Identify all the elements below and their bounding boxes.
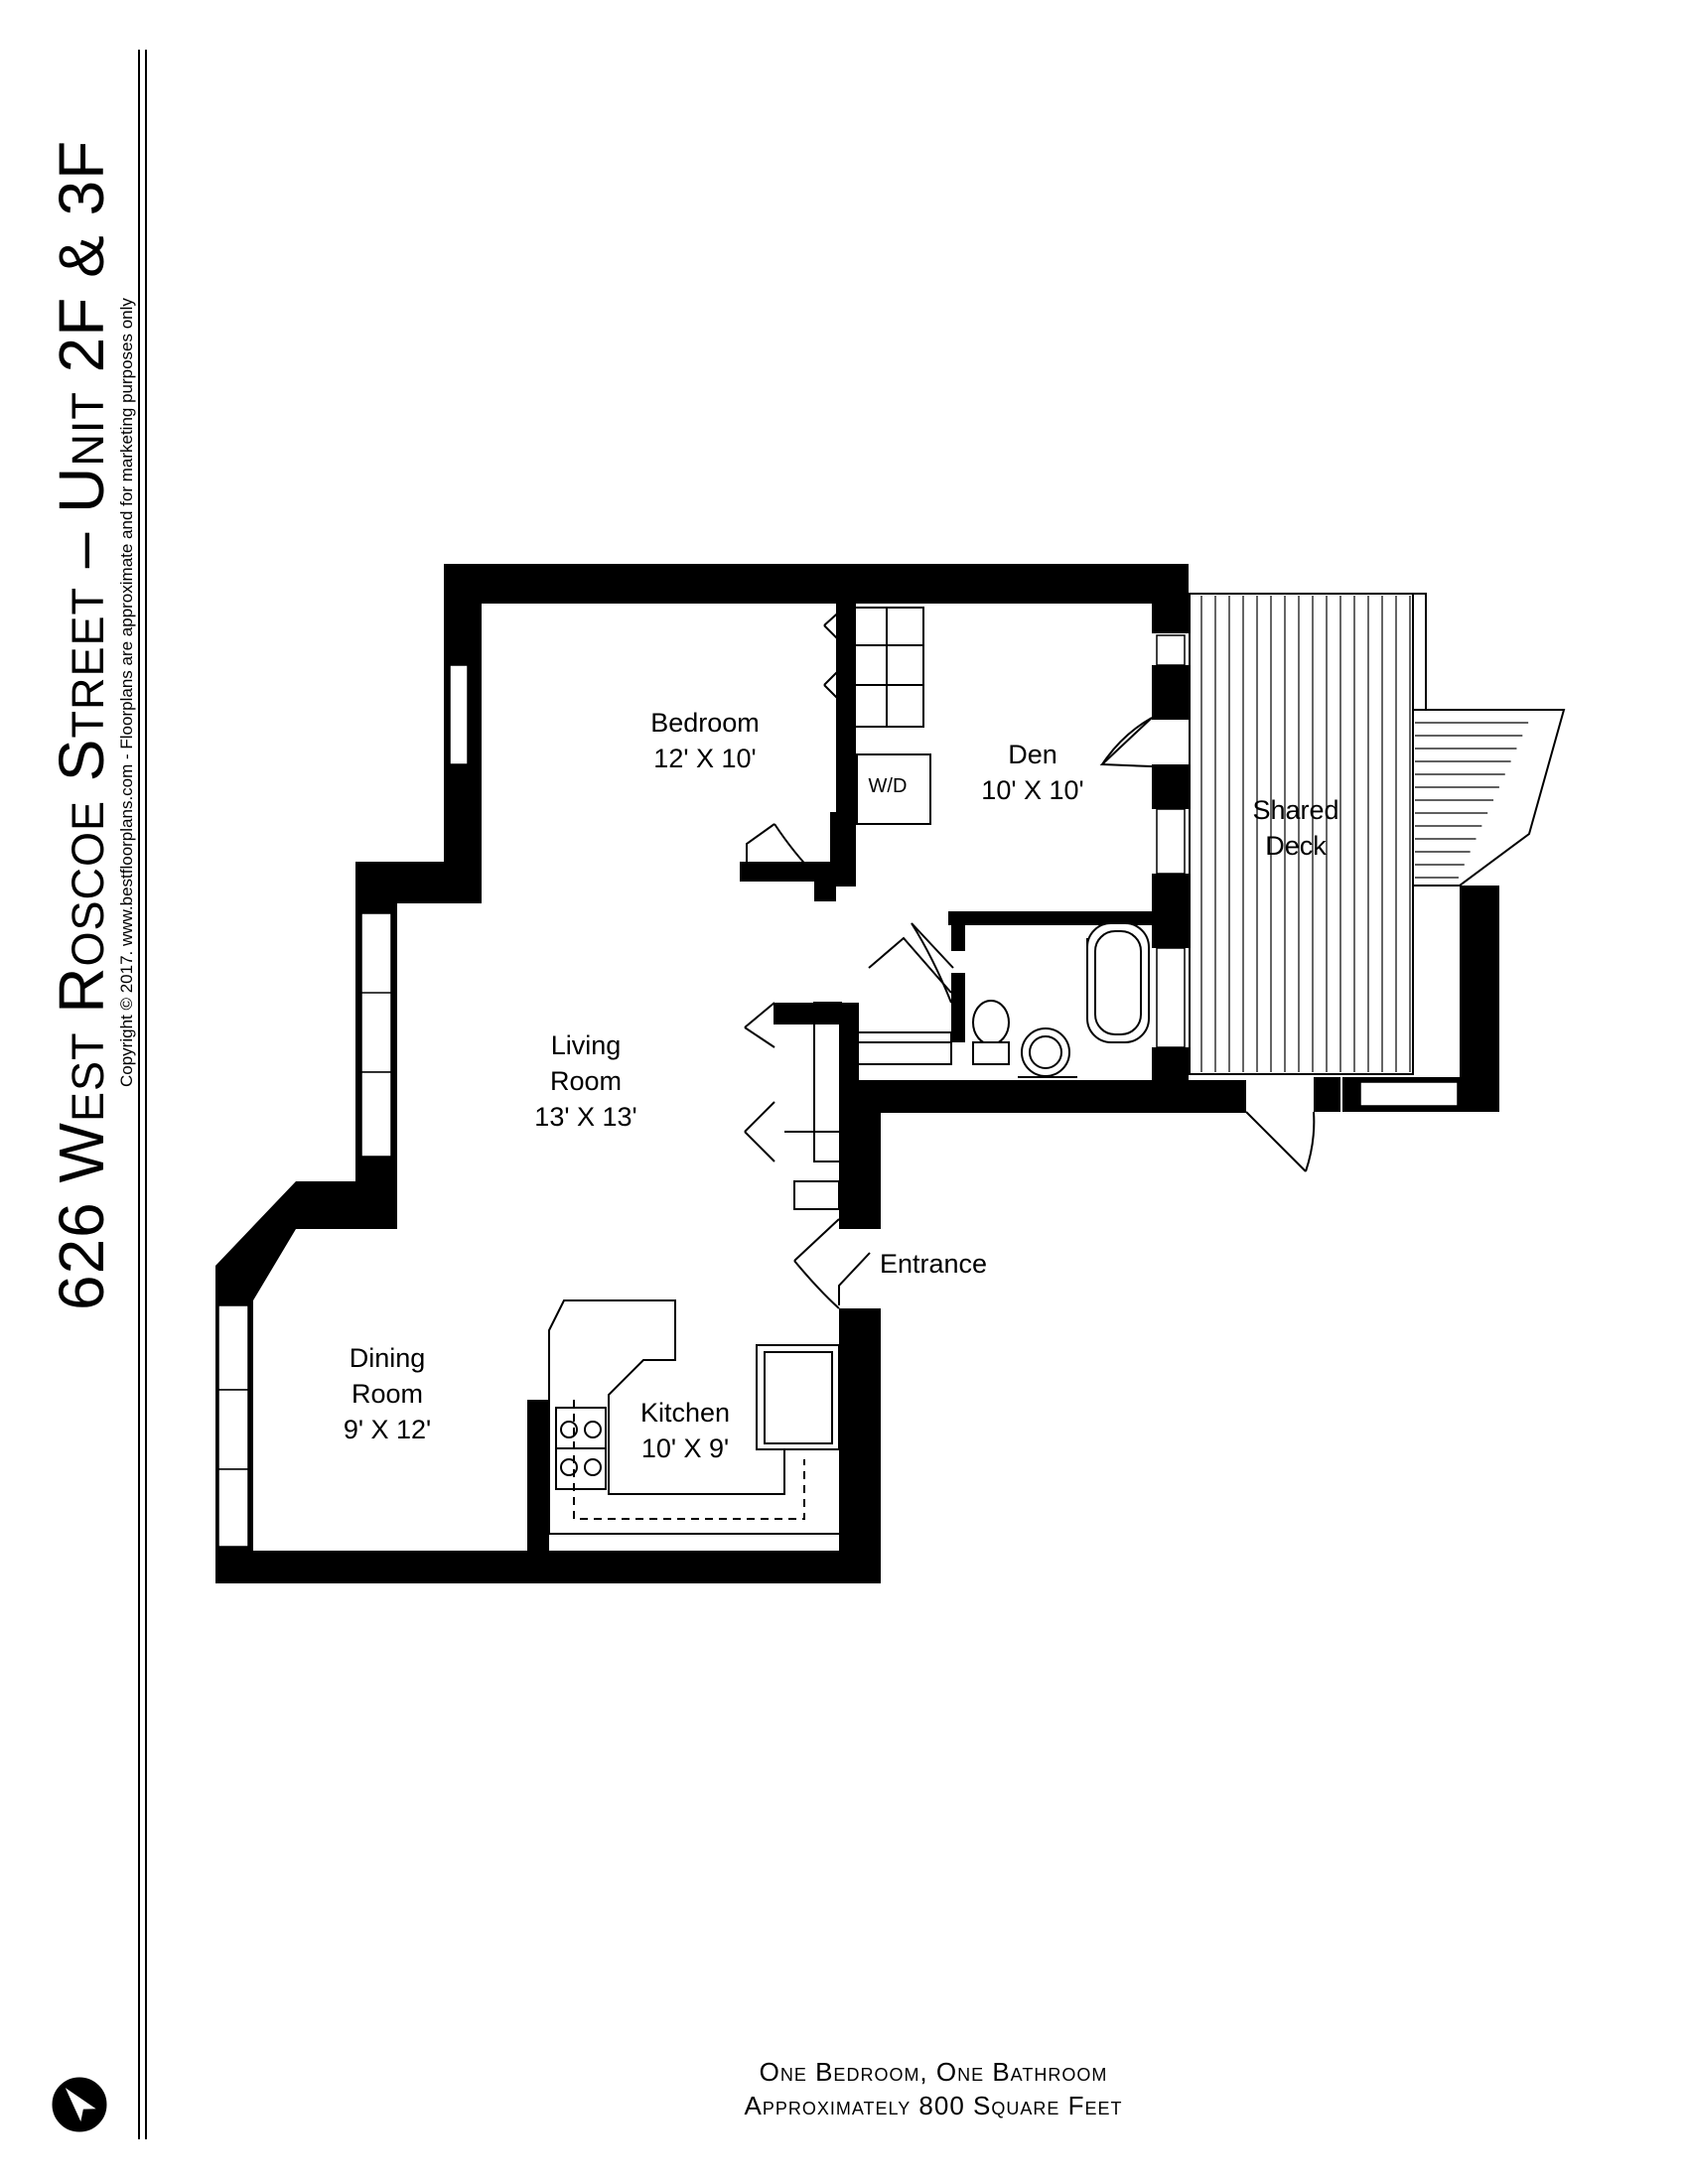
dining-line1: Dining (349, 1343, 426, 1373)
footer-line1: One Bedroom, One Bathroom (759, 2057, 1108, 2087)
kitchen-counters (548, 1299, 840, 1535)
dining-line2: Room (351, 1379, 424, 1409)
bedroom-size: 12' X 10' (653, 744, 757, 773)
kitchen-label: Kitchen 10' X 9' (616, 1395, 755, 1466)
living-line2: Room (549, 1066, 623, 1096)
bedroom-name: Bedroom (650, 708, 760, 738)
dining-room-label: Dining Room 9' X 12' (308, 1340, 467, 1447)
entrance-label: Entrance (879, 1249, 988, 1279)
dining-size: 9' X 12' (343, 1415, 432, 1444)
den-label: Den 10' X 10' (953, 737, 1112, 808)
living-line1: Living (550, 1030, 622, 1060)
shared-deck-label: Shared Deck (1236, 792, 1355, 864)
washer-dryer-label: W/D (868, 775, 908, 797)
den-size: 10' X 10' (981, 775, 1084, 805)
footer-line2: Approximately 800 Square Feet (744, 2091, 1123, 2120)
bath-fixtures (972, 922, 1150, 1078)
closets (744, 607, 952, 1210)
living-size: 13' X 13' (534, 1102, 637, 1132)
kitchen-name: Kitchen (639, 1398, 731, 1428)
deck-line2: Deck (1265, 831, 1327, 861)
shared-deck (1189, 593, 1566, 1075)
deck-boards (1200, 596, 1529, 1072)
doors (746, 717, 1316, 1309)
den-name: Den (1008, 740, 1057, 769)
deck-line1: Shared (1252, 795, 1339, 825)
north-arrow-icon (52, 2077, 107, 2132)
kitchen-size: 10' X 9' (640, 1433, 730, 1463)
windows (217, 634, 1459, 1548)
border-rule-outer (138, 50, 140, 2139)
border-rule-inner (145, 50, 147, 2139)
living-room-label: Living Room 13' X 13' (501, 1027, 670, 1135)
bedroom-label: Bedroom 12' X 10' (606, 705, 804, 776)
